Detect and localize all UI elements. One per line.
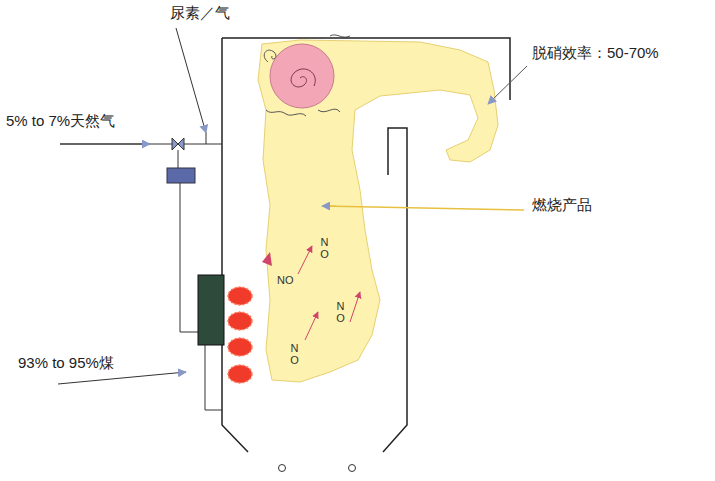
control-box bbox=[167, 168, 195, 183]
burner-box bbox=[198, 275, 224, 345]
coal-leader bbox=[58, 372, 186, 384]
urea-leader bbox=[176, 28, 206, 133]
boiler-wall bbox=[222, 38, 510, 100]
swirl-zone bbox=[270, 44, 334, 108]
pipe-line bbox=[206, 133, 207, 144]
gas-flow-arrow bbox=[60, 144, 150, 145]
coal-label: 93% to 95%煤 bbox=[18, 354, 114, 372]
ash-outlet bbox=[279, 465, 286, 472]
product-leader bbox=[322, 206, 524, 210]
coal-pipe bbox=[205, 345, 222, 410]
ash-outlet bbox=[349, 465, 356, 472]
gas-pipe bbox=[60, 144, 222, 145]
product-arrow bbox=[322, 206, 336, 207]
combustion-gas-region bbox=[258, 40, 498, 382]
swirl-line bbox=[291, 69, 315, 87]
no-label: NO bbox=[276, 274, 295, 287]
boiler-wall bbox=[383, 128, 407, 452]
no-flow-arrow bbox=[262, 252, 272, 266]
no-label: NO bbox=[288, 342, 301, 366]
pipe-line bbox=[178, 150, 179, 168]
injection-label: 尿素／气 bbox=[170, 4, 230, 22]
no-label: NO bbox=[334, 300, 347, 324]
swirl-line bbox=[264, 35, 350, 116]
efficiency-label: 脱硝效率：50-70% bbox=[532, 44, 659, 62]
boiler-wall bbox=[222, 38, 248, 452]
pipe-line bbox=[180, 183, 198, 332]
gas-label: 5% to 7%天然气 bbox=[6, 112, 115, 130]
valve-symbol bbox=[172, 138, 184, 150]
burner-flame bbox=[228, 287, 252, 383]
no-label: NO bbox=[318, 236, 331, 260]
product-label: 燃烧产品 bbox=[532, 196, 592, 214]
efficiency-leader bbox=[488, 66, 527, 104]
